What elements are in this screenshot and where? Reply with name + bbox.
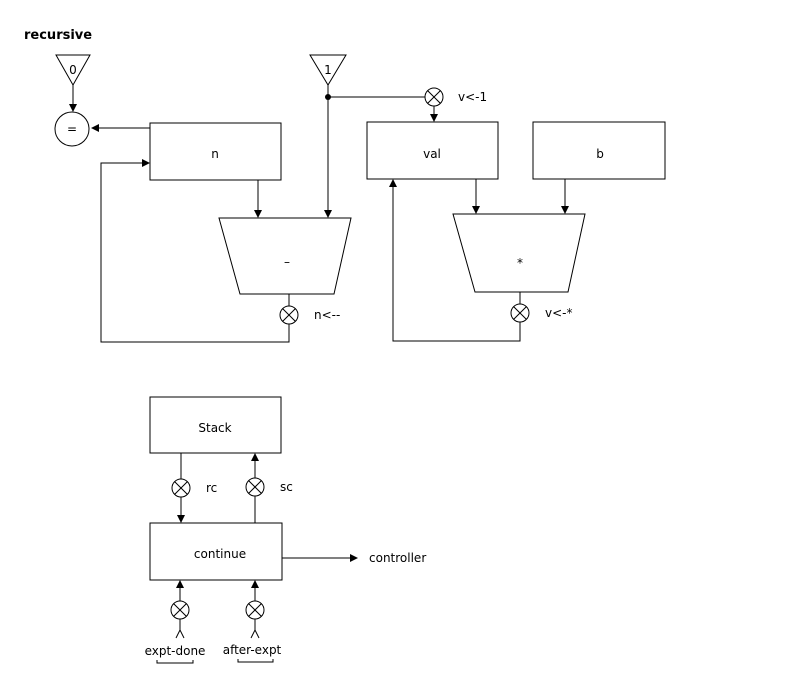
constant-one-label: 1 [324, 63, 332, 77]
sc-button[interactable] [245, 477, 265, 497]
register-b[interactable]: b [532, 121, 666, 180]
continue-register[interactable]: continue [149, 522, 283, 581]
expt-done-button[interactable] [170, 600, 190, 620]
constant-one: 1 [309, 54, 347, 86]
diagram-title: recursive [24, 28, 92, 43]
rc-button[interactable] [171, 478, 191, 498]
v-assign-times-button[interactable] [510, 303, 530, 323]
v-assign-1-label: v<-1 [458, 90, 487, 104]
equals-test: = [54, 111, 90, 147]
after-expt-source-mark [250, 619, 260, 639]
register-val-label: val [423, 147, 441, 161]
expt-done-source-mark [175, 619, 185, 639]
stack-register[interactable]: Stack [149, 396, 282, 454]
equals-test-label: = [67, 122, 77, 136]
register-n[interactable]: n [149, 122, 282, 181]
after-expt-button[interactable] [245, 600, 265, 620]
controller-label: controller [369, 551, 426, 565]
after-expt-label: after-expt [223, 643, 282, 657]
sc-label: sc [280, 480, 293, 494]
subtract-operation: – [218, 217, 352, 295]
n-assign-minus-label: n<-- [314, 308, 340, 322]
constant-zero-label: 0 [69, 63, 77, 77]
constant-zero: 0 [55, 54, 91, 87]
continue-label: continue [194, 547, 246, 561]
multiply-operation: * [452, 213, 586, 293]
subtract-operation-label: – [284, 255, 290, 269]
stack-label: Stack [198, 421, 231, 435]
rc-label: rc [206, 481, 217, 495]
register-n-label: n [211, 147, 219, 161]
v-assign-times-label: v<-* [545, 306, 573, 320]
v-assign-1-button[interactable] [424, 87, 444, 107]
register-b-label: b [596, 147, 604, 161]
multiply-operation-label: * [517, 256, 523, 270]
n-assign-minus-button[interactable] [279, 305, 299, 325]
register-val[interactable]: val [366, 121, 499, 180]
expt-done-label: expt-done [145, 644, 206, 658]
